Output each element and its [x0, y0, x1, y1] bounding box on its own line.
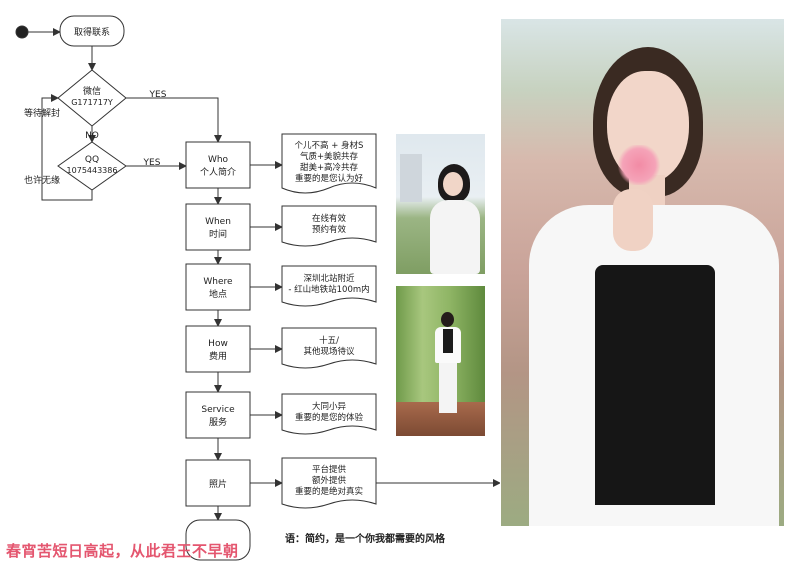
- note-how-line1: 十五/: [319, 335, 339, 346]
- yes-label-1: YES: [149, 90, 167, 100]
- start-label: 取得联系: [74, 26, 110, 38]
- caption-text: 语：简约，是一个你我都需要的风格: [285, 534, 445, 545]
- photo-standing: [396, 286, 485, 436]
- flower: [617, 145, 661, 185]
- note-service: [281, 393, 377, 435]
- note-photos-line2: 额外提供: [312, 475, 347, 486]
- note-who: [281, 133, 377, 194]
- start-dot: [15, 25, 29, 39]
- step-box-where: [185, 263, 251, 311]
- note-who-line3: 甜美+高冷共存: [300, 162, 359, 173]
- note-who-line1: 个儿不高 + 身材S: [295, 140, 364, 151]
- photo-portrait: [501, 19, 784, 526]
- step-title-when: When: [205, 217, 231, 227]
- note-photos: [281, 457, 377, 509]
- step-box-how: [185, 325, 251, 373]
- qq-label: QQ: [85, 155, 99, 165]
- step-sub-when: 时间: [209, 228, 227, 240]
- step-title-service: Service: [201, 405, 235, 415]
- figure-head: [441, 312, 454, 327]
- step-box-when: [185, 203, 251, 251]
- step-box-service: [185, 391, 251, 439]
- flowchart: 取得联系 微信 G171717Y QQ 1075443386 YES YES N…: [15, 15, 500, 561]
- note-when-line2: 预约有效: [312, 224, 347, 235]
- note-when-line1: 在线有效: [312, 213, 347, 224]
- photo-sitting: [396, 134, 485, 274]
- step-sub-photos: 照片: [209, 478, 227, 490]
- step-title-how: How: [208, 339, 228, 349]
- wait-label: 等待解封: [24, 107, 60, 119]
- body-shape: [430, 200, 480, 274]
- note-where-line1: 深圳北站附近: [303, 273, 355, 284]
- note-photos-line3: 重要的是绝对真实: [295, 486, 363, 497]
- step-title-where: Where: [203, 277, 233, 287]
- note-when: [281, 205, 377, 247]
- face-shape: [443, 172, 463, 196]
- fate-label: 也许无缘: [24, 174, 60, 186]
- wechat-id: G171717Y: [71, 98, 113, 107]
- note-how: [281, 327, 377, 369]
- hand: [613, 189, 653, 251]
- poem-text: 春宵苦短日高起，从此君王不早朝: [6, 542, 239, 560]
- step-sub-service: 服务: [209, 416, 227, 428]
- note-who-line4: 重要的是您认为好: [295, 173, 364, 184]
- figure-legs: [439, 363, 457, 413]
- wechat-label: 微信: [83, 85, 101, 97]
- qq-id: 1075443386: [67, 166, 118, 175]
- no-label: NO: [85, 131, 99, 141]
- note-photos-line1: 平台提供: [312, 464, 347, 475]
- note-where: [281, 265, 377, 307]
- black-top: [595, 265, 715, 505]
- building-shape: [400, 154, 422, 202]
- step-sub-how: 费用: [209, 350, 227, 362]
- end-box: [185, 519, 251, 561]
- step-sub-where: 地点: [209, 288, 227, 300]
- yes-label-2: YES: [143, 158, 161, 168]
- note-who-line2: 气质+美貌共存: [300, 151, 359, 162]
- note-service-line2: 重要的是您的体验: [295, 412, 364, 423]
- step-sub-who: 个人简介: [200, 166, 236, 178]
- figure-top: [443, 329, 453, 353]
- step-box-who: [185, 141, 251, 189]
- step-title-who: Who: [208, 155, 229, 165]
- note-where-line2: - 红山地铁站100m内: [288, 284, 369, 295]
- note-how-line2: 其他现场待议: [303, 346, 355, 357]
- note-service-line1: 大同小异: [312, 401, 347, 412]
